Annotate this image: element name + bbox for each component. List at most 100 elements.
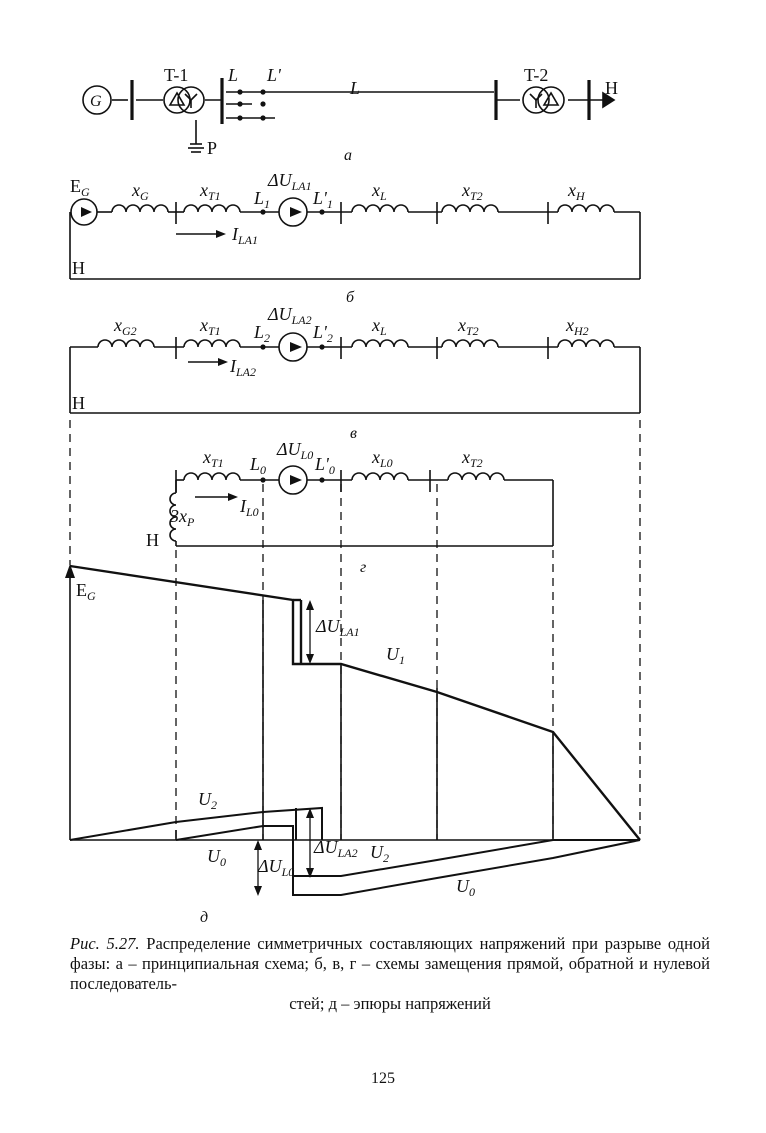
u2-lower-curve [175, 825, 640, 877]
voltage-diagram [69, 568, 640, 841]
label-xt2-v: xT2 [457, 315, 479, 338]
label-du-l0: ΔUL0 [276, 439, 313, 462]
label-xg2: xG2 [113, 315, 137, 338]
eg-source-icon [70, 198, 98, 226]
delta-u-arrows [257, 604, 311, 893]
label-sub-a: а [344, 147, 352, 164]
label-i-la1: ILA1 [231, 224, 258, 247]
delta-u-la1-source-icon [278, 197, 308, 227]
label-i-l0: IL0 [239, 496, 259, 519]
du-l0-arrow-icon [290, 475, 302, 485]
label-xt2-g: xT2 [461, 447, 483, 470]
label-sub-g: г [360, 559, 366, 576]
generator-icon [82, 85, 112, 115]
figure-caption: Рис. 5.27. Распределение симметричных со… [70, 934, 710, 994]
u0-curve [292, 839, 641, 896]
label-n-b: Н [72, 258, 85, 278]
label-i-la2: ILA2 [229, 356, 256, 379]
labels-d: EG ΔULA1 U1 U2 U0 ΔUL0 ΔULA2 U2 U0 д [76, 580, 475, 926]
node-dots-v [260, 344, 325, 350]
label-xh: xН [567, 180, 586, 203]
transformer-t1-winding-icon [177, 86, 205, 114]
labels-v: xG2 xT1 ΔULA2 L2 L'2 xL xT2 xН2 ILA2 Н в [72, 304, 589, 442]
delta-u-la2-source-icon [278, 332, 308, 362]
label-u0-left: U0 [207, 846, 226, 869]
label-du-la2: ΔULA2 [267, 304, 312, 327]
eg-arrow-icon [81, 207, 92, 217]
delta-icon [168, 91, 186, 106]
label-xt1-v: xT1 [199, 315, 221, 338]
label-l2-prime: L'2 [312, 322, 333, 345]
figure-5-27: G T-1 L L' L T-2 Н Р а EG xG xT1 ΔULA1 L… [65, 65, 641, 926]
scheme-a-busbars [130, 78, 591, 124]
label-du-la2-d: ΔULA2 [313, 837, 358, 860]
label-l0: L0 [249, 454, 266, 477]
label-xt2: xT2 [461, 180, 483, 203]
delta-u-arrowheads [254, 600, 314, 896]
current-l0-arrow-icon [228, 493, 238, 501]
delta-u-l0-source-icon [278, 465, 308, 495]
page-number: 125 [371, 1070, 395, 1087]
label-l0-prime: L'0 [314, 454, 335, 477]
label-n-g: Н [146, 530, 159, 550]
du-la1-arrow-icon [290, 207, 302, 217]
label-xt1: xT1 [199, 180, 221, 203]
label-u0-lower: U0 [456, 876, 475, 899]
label-3xp: 3xР [169, 506, 195, 529]
caption-text: Распределение симметричных составляющих … [70, 934, 710, 993]
scheme-v-circuit [69, 337, 641, 414]
label-t1: T-1 [164, 65, 188, 85]
label-eg: EG [70, 176, 90, 199]
label-load: Н [605, 78, 618, 98]
labels-b: EG xG xT1 ΔULA1 L1 L'1 xL xT2 xН ILA1 Н … [70, 170, 586, 306]
g-symbol: G [90, 93, 102, 110]
label-u2-upper: U2 [198, 789, 217, 812]
label-xh2: xН2 [565, 315, 589, 338]
label-line-l: L [349, 78, 360, 98]
current-la2-arrow-icon [218, 358, 228, 366]
caption-lead: Рис. 5.27. [70, 934, 140, 953]
label-xl: xL [371, 180, 387, 203]
label-eg-d: EG [76, 580, 96, 603]
label-sub-b: б [346, 289, 355, 306]
eg-axis-arrow-icon [65, 564, 75, 578]
u1-curve [69, 564, 641, 841]
label-l1: L1 [253, 188, 270, 211]
label-l2: L2 [253, 322, 270, 345]
label-u1: U1 [386, 644, 405, 667]
label-n-v: Н [72, 393, 85, 413]
label-du-l0-d: ΔUL0 [257, 856, 294, 879]
label-l1-prime: L'1 [312, 188, 333, 211]
label-t2: T-2 [524, 65, 548, 85]
label-xt1-g: xT1 [202, 447, 224, 470]
node-dots-b [260, 209, 325, 215]
label-l: L [227, 65, 238, 85]
node-dots-g [260, 477, 325, 483]
label-sub-v: в [350, 425, 357, 442]
wye-icon [184, 93, 543, 108]
scheme-g-circuit [169, 470, 554, 547]
label-xl0: xL0 [371, 447, 393, 470]
u2-curve [69, 806, 323, 841]
label-xl-v: xL [371, 315, 387, 338]
break-dots [237, 89, 266, 121]
caption-last-line: стей; д – эпюры напряжений [289, 994, 491, 1013]
transformer-t2-icon [522, 86, 550, 114]
label-du-la1: ΔULA1 [267, 170, 312, 193]
label-xg: xG [131, 180, 149, 203]
label-du-la1-d: ΔULA1 [315, 616, 360, 639]
label-u2-lower: U2 [370, 842, 389, 865]
scheme-a-lines [112, 91, 608, 153]
label-l-prime: L' [266, 65, 282, 85]
current-arrow-icon [216, 230, 226, 238]
labels-a: G T-1 L L' L T-2 Н Р а [90, 65, 618, 164]
label-sub-d: д [200, 909, 208, 926]
scheme-b-circuit [69, 202, 641, 280]
load-arrow-icon [602, 91, 616, 109]
du-la2-arrow-icon [290, 342, 302, 352]
transformer-t2-winding-icon [537, 86, 565, 114]
label-reactor: Р [207, 138, 217, 158]
transformer-t1-icon [163, 86, 191, 114]
delta-icon-t2 [542, 91, 560, 106]
labels-g: xT1 L0 ΔUL0 L'0 xL0 xT2 IL0 3xР Н г [146, 439, 483, 576]
